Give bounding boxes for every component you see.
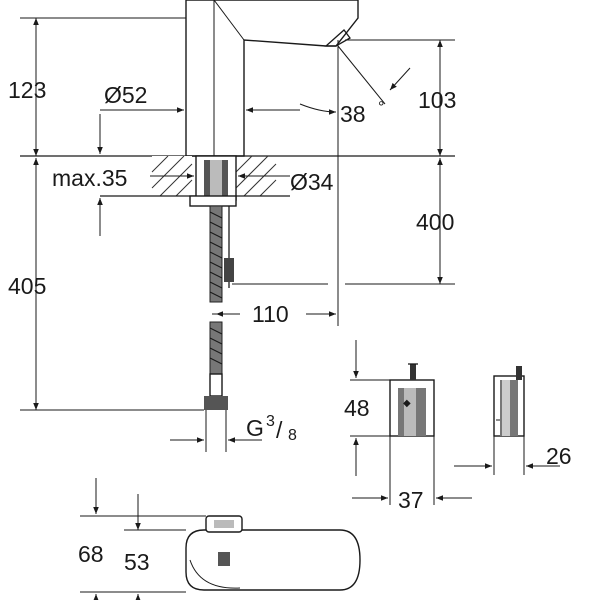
dim-110: 110 — [252, 301, 289, 327]
top-view-dimension-lines — [80, 478, 206, 600]
dimension-lines — [20, 17, 455, 452]
dim-400: 400 — [416, 209, 454, 235]
deck-hatch-right — [235, 155, 277, 197]
dim-37: 37 — [398, 487, 424, 513]
faucet-side-view — [20, 0, 455, 410]
dim-angle-38: 38 — [340, 101, 366, 127]
dim-thread-g: G — [246, 415, 264, 441]
mounting-shank — [189, 155, 237, 207]
dim-thread-slash: / — [276, 417, 283, 443]
dim-degree: ° — [378, 99, 384, 116]
faucet-top-view — [185, 515, 361, 591]
dim-max-35: max.35 — [52, 165, 127, 191]
braided-hose — [204, 205, 234, 410]
control-box-side — [493, 366, 525, 437]
dim-123: 123 — [8, 77, 46, 103]
control-box-front: ◆ — [389, 363, 435, 437]
dim-68: 68 — [78, 541, 104, 567]
dim-thread-den: 8 — [288, 427, 297, 444]
dim-53: 53 — [124, 549, 150, 575]
sensor-eye-icon — [218, 552, 230, 566]
dim-103: 103 — [418, 87, 456, 113]
dim-thread-num: 3 — [266, 413, 275, 430]
dim-26: 26 — [546, 443, 572, 469]
dim-48: 48 — [344, 395, 370, 421]
faucet-body — [185, 0, 359, 157]
dim-405: 405 — [8, 273, 46, 299]
dim-diameter-34: Ø34 — [290, 169, 334, 195]
grohe-logo-icon: ◆ — [403, 398, 411, 409]
box-dimension-lines — [350, 340, 560, 505]
sensor-window-icon — [324, 29, 351, 47]
dim-diameter-52: Ø52 — [104, 82, 147, 108]
